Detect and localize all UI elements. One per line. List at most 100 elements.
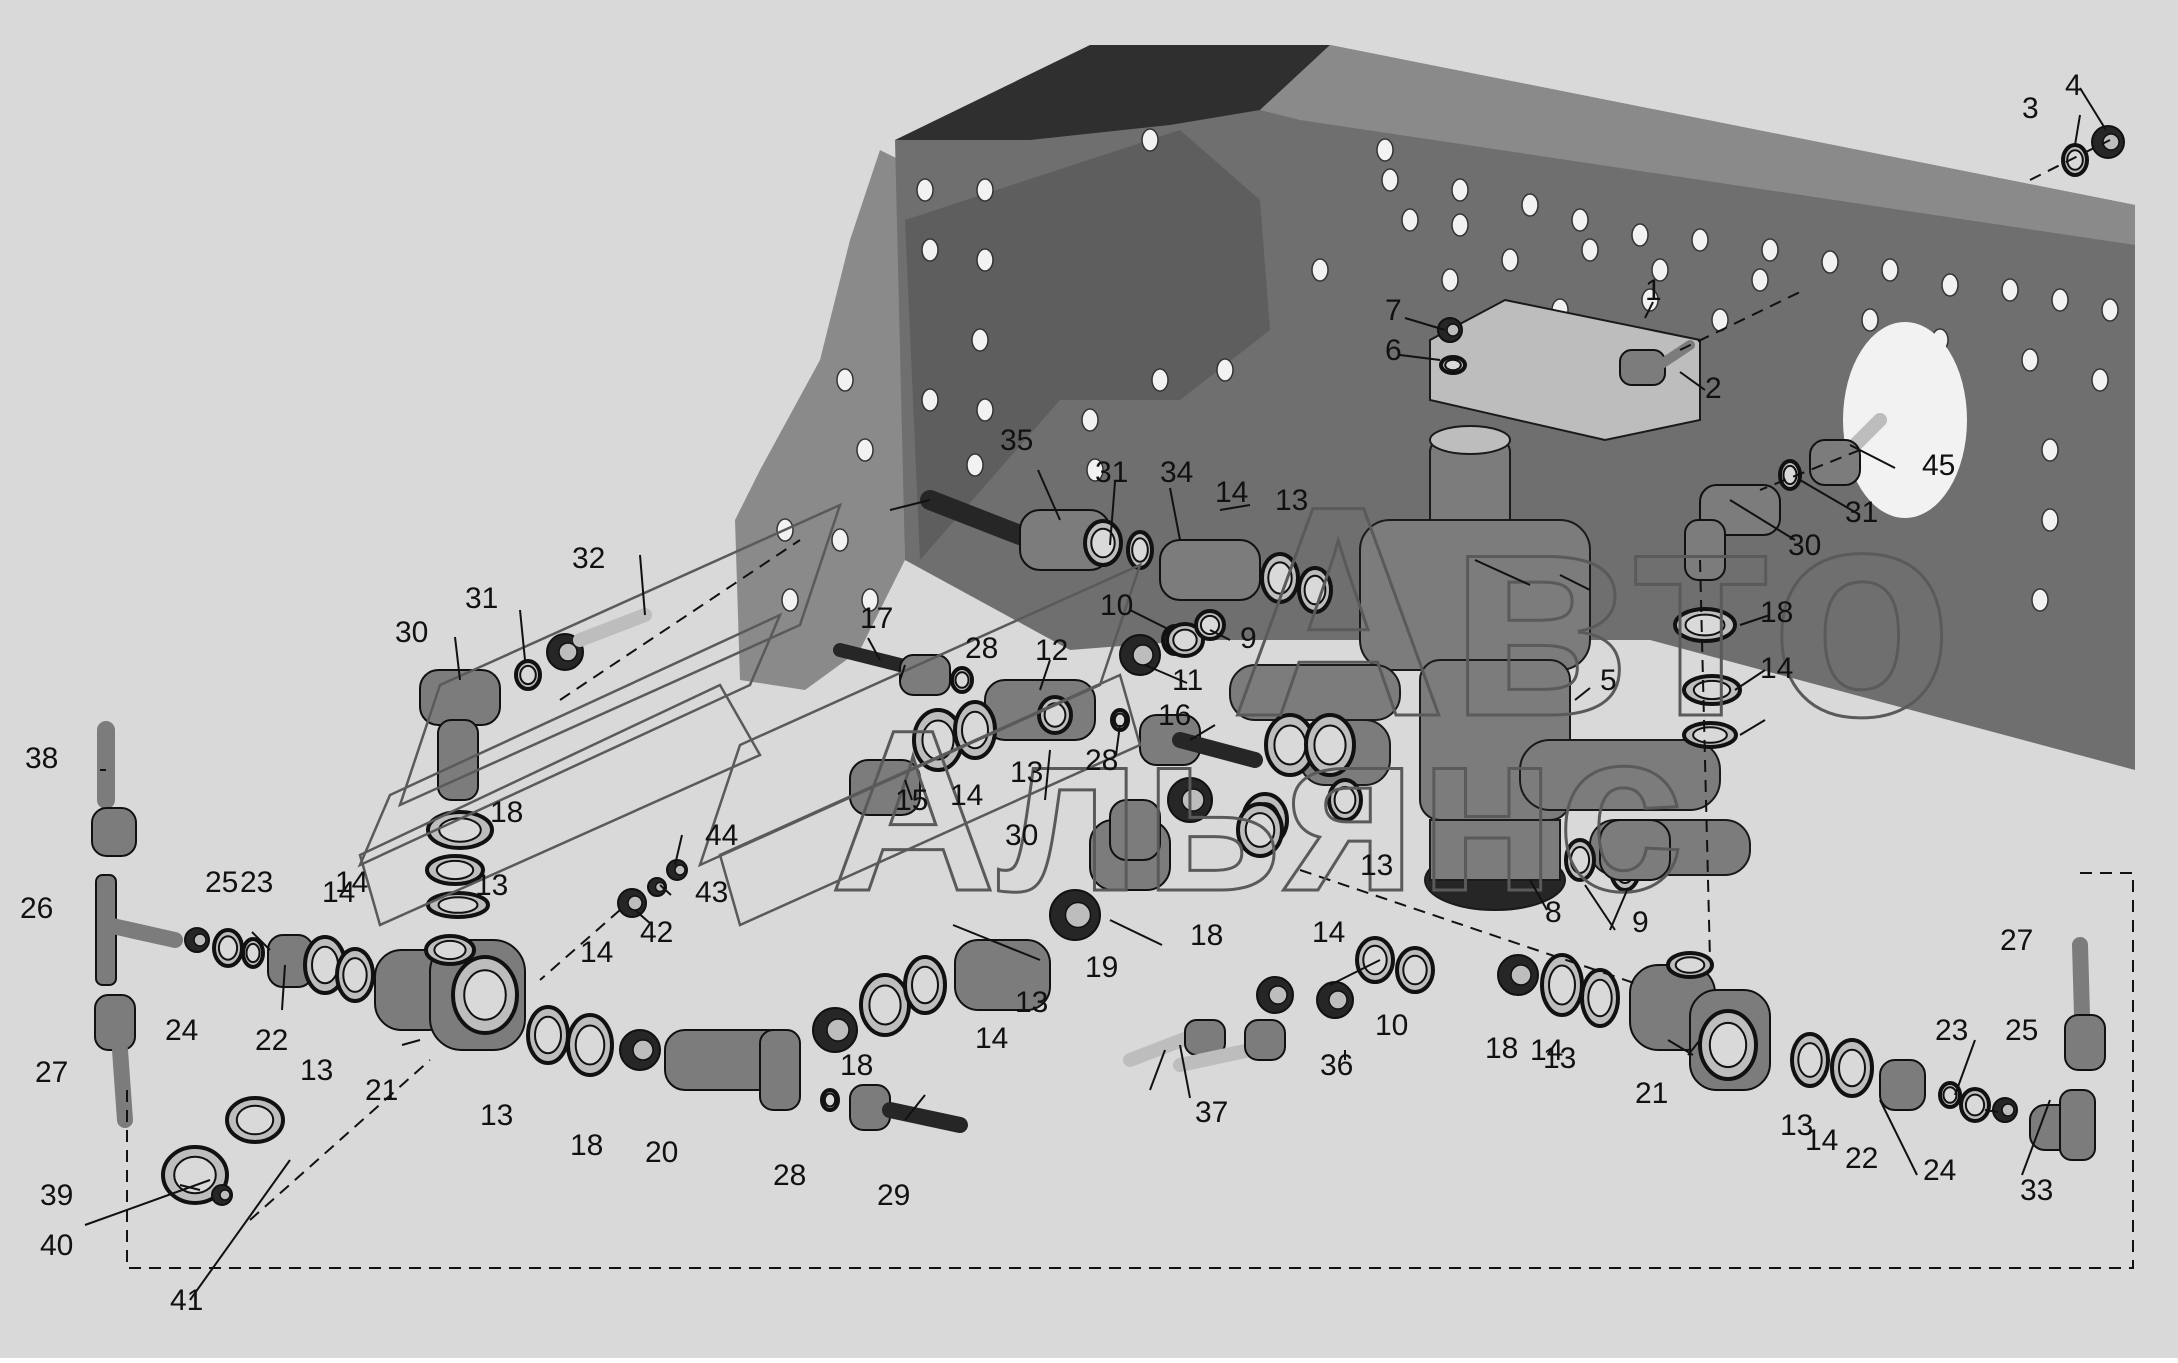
callout-label-14: 14 — [975, 1022, 1008, 1055]
leader-line — [867, 637, 881, 661]
frame-top-cap — [895, 45, 1330, 140]
leader-line — [889, 499, 931, 511]
frame-hole — [781, 588, 799, 612]
frame-hole — [1086, 458, 1104, 482]
callout-label-3: 3 — [2022, 92, 2039, 125]
assembly-line-30-right — [1699, 559, 1711, 961]
callout-label-32: 32 — [572, 542, 605, 575]
ring-13-right-b-hole — [1587, 978, 1613, 1018]
frame-hole — [1581, 238, 1599, 262]
leader-line — [1044, 749, 1051, 801]
fitting-29-stem — [882, 1102, 968, 1133]
frame-hole — [1401, 208, 1419, 232]
washer-6-hole — [1444, 358, 1462, 372]
tee-21-right-top-hole — [1674, 956, 1706, 974]
frame-hole — [921, 238, 939, 262]
pipe-27-right — [2072, 937, 2090, 1023]
leader-line — [1954, 1039, 1976, 1096]
frame-hole — [921, 388, 939, 412]
callout-label-14: 14 — [1760, 652, 1793, 685]
frame-hole — [1151, 368, 1169, 392]
nut-45 — [1809, 439, 1861, 486]
ring-14-chain-hole — [868, 984, 902, 1026]
assembly-line-nut-4 — [2029, 139, 2111, 181]
callout-label-40: 40 — [40, 1229, 73, 1262]
sleeve-39-hole — [173, 1155, 217, 1195]
callout-label-30: 30 — [1788, 529, 1821, 562]
callout-label-8: 8 — [1545, 896, 1562, 929]
callout-label-7: 7 — [1385, 294, 1402, 327]
callout-label-18: 18 — [1485, 1032, 1518, 1065]
watermark-line1: Авто — [1230, 443, 1953, 779]
nut-18-right-hole — [1684, 613, 1726, 637]
tee-21-left-top-hole — [433, 939, 467, 961]
callout-label-1: 1 — [1645, 274, 1662, 307]
leader-line — [84, 1179, 211, 1226]
frame-hole — [1381, 168, 1399, 192]
watermark-line2: Альянс — [830, 682, 1685, 939]
frame-round-opening — [1843, 322, 1967, 518]
callout-label-14: 14 — [1215, 476, 1248, 509]
nut-11-bore — [1132, 644, 1154, 666]
frame-hole — [1441, 268, 1459, 292]
washer-24-left-hole — [217, 935, 239, 961]
frame-hole — [2041, 508, 2059, 532]
assembly-line-bottom-loop — [126, 872, 2134, 1269]
watermark-logo — [357, 502, 1143, 927]
ring-14-valve-c-hole — [1244, 812, 1276, 848]
frame-hole — [2101, 298, 2119, 322]
frame-hole — [856, 438, 874, 462]
spring-35 — [920, 490, 1030, 545]
leader-line — [899, 664, 906, 681]
leader-line — [1729, 499, 1796, 541]
ring-14-left-b-hole — [435, 859, 475, 881]
leader-line — [1169, 487, 1181, 541]
ring-14-mid-hole — [574, 1024, 606, 1066]
elbow-30-center-top — [1109, 799, 1161, 861]
frame-top-flange — [1260, 45, 2135, 245]
leader-line — [634, 909, 653, 926]
callout-label-16: 16 — [1158, 699, 1191, 732]
ring-14-valve-b-hole — [1313, 724, 1347, 766]
callout-label-13: 13 — [1275, 484, 1308, 517]
leader-line — [1849, 444, 1896, 469]
frame-hole — [2051, 288, 2069, 312]
fitting-38 — [91, 807, 137, 857]
leader-line — [1574, 687, 1591, 701]
frame-inner-web — [905, 130, 1270, 560]
frame-hole — [1081, 408, 1099, 432]
union-22-right — [1879, 1059, 1926, 1111]
frame-hole — [2021, 348, 2039, 372]
leader-line — [1667, 1039, 1694, 1056]
fitting-27-right — [2064, 1014, 2106, 1071]
ring-14-top-hole — [1267, 561, 1293, 595]
frame-hole — [916, 178, 934, 202]
callout-label-27: 27 — [35, 1056, 68, 1089]
leader-line — [1324, 1054, 1331, 1057]
frame-hole — [1821, 250, 1839, 274]
callout-label-19: 19 — [1085, 951, 1118, 984]
ring-14-15-hole — [921, 719, 955, 761]
callout-label-14: 14 — [950, 779, 983, 812]
callout-label-20: 20 — [645, 1136, 678, 1169]
callout-label-14: 14 — [1805, 1124, 1838, 1157]
leader-line — [1984, 1109, 1999, 1113]
callout-label-36: 36 — [1320, 1049, 1353, 1082]
leader-line — [1474, 559, 1531, 586]
callout-label-27: 27 — [2000, 924, 2033, 957]
callout-label-13: 13 — [480, 1099, 513, 1132]
leader-line — [1115, 724, 1121, 756]
ring-13-right-c-hole — [1797, 1042, 1823, 1078]
callout-label-13: 13 — [1543, 1042, 1576, 1075]
callout-label-38: 38 — [25, 742, 58, 775]
ring-13-left-hole — [342, 957, 368, 993]
ring-13-chain-hole — [911, 965, 939, 1005]
callout-label-5: 5 — [1600, 664, 1617, 697]
nut-18-right-b-bore — [1510, 964, 1532, 986]
nut-4-bore — [2102, 133, 2120, 151]
leader-line — [1037, 469, 1061, 521]
leader-line — [1799, 479, 1861, 516]
callout-label-41: 41 — [170, 1284, 203, 1317]
washer-24-right-hole — [1964, 1093, 1986, 1117]
